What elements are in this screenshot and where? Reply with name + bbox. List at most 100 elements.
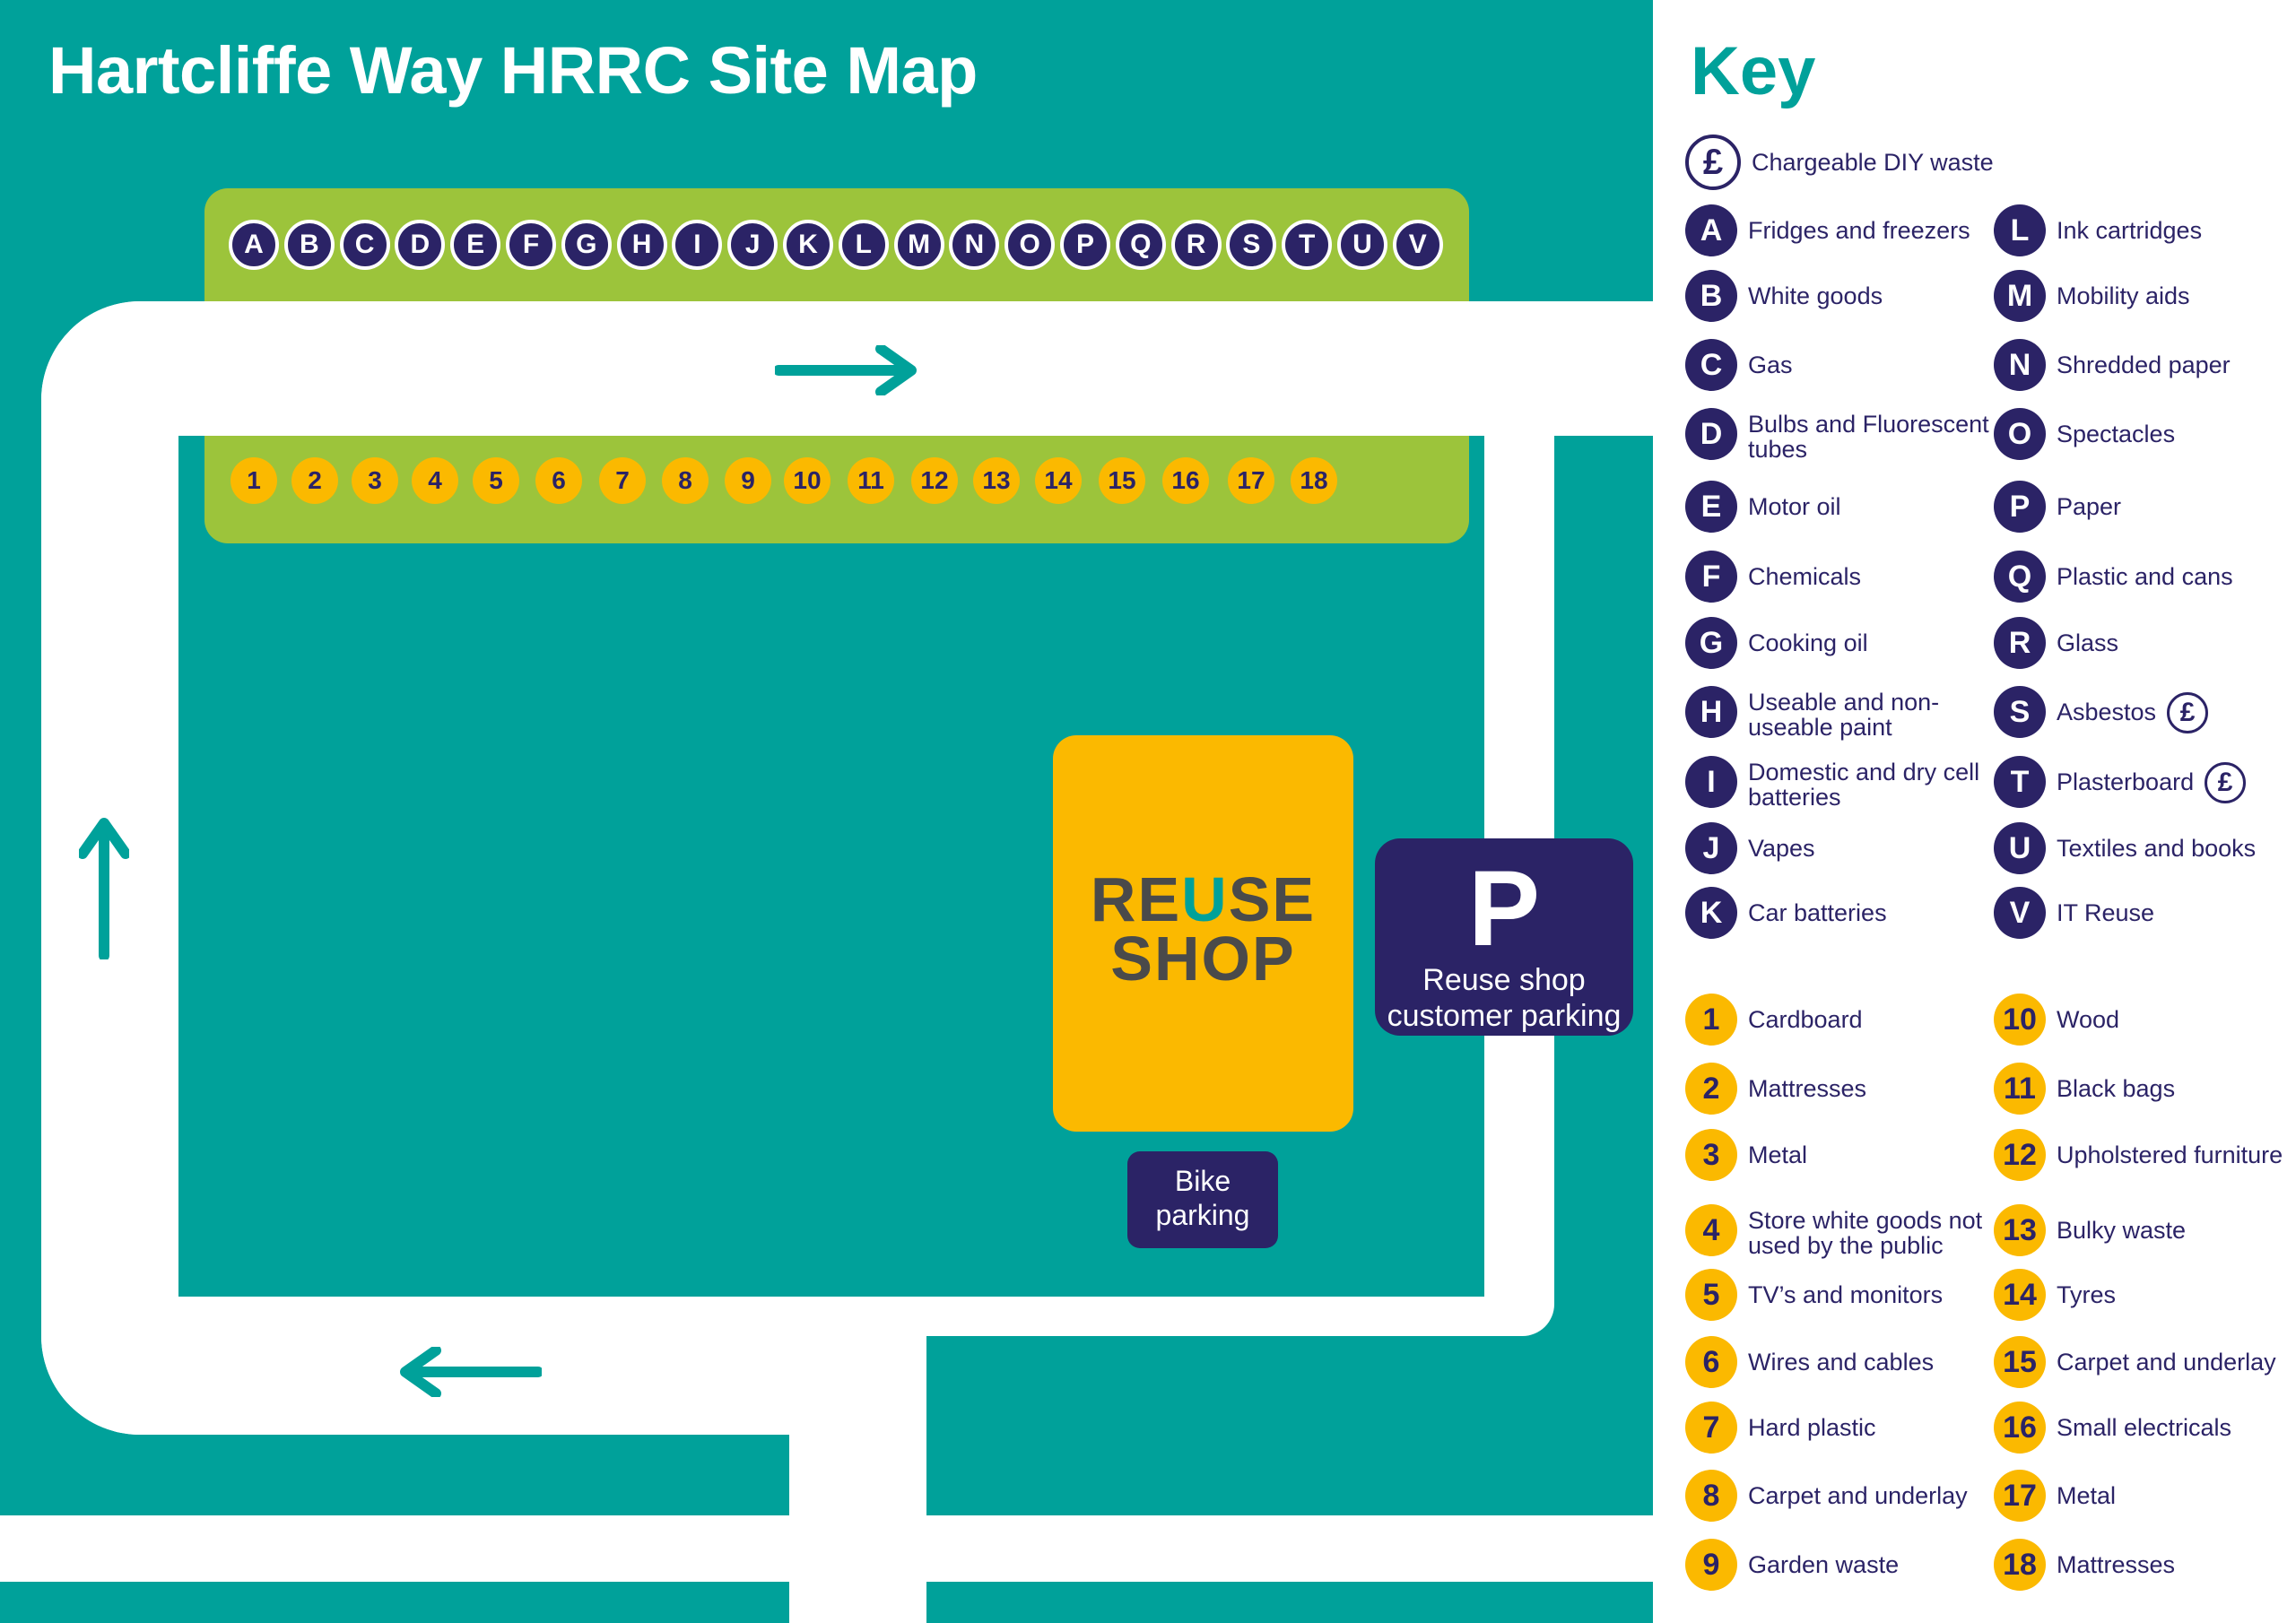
key-label: Gas	[1748, 352, 1793, 378]
letter-bay-n: N	[949, 220, 1000, 270]
number-bay-11: 11	[848, 457, 894, 504]
key-badge-c: C	[1685, 339, 1737, 391]
key-label: Ink cartridges	[2057, 217, 2203, 244]
key-label: Glass	[2057, 629, 2119, 656]
number-bay-17: 17	[1228, 457, 1274, 504]
key-badge-d: D	[1685, 408, 1737, 460]
letter-bay-o: O	[1004, 220, 1056, 270]
key-label: IT Reuse	[2057, 899, 2155, 926]
key-label: Garden waste	[1748, 1551, 1900, 1578]
letter-bay-r: R	[1170, 220, 1222, 270]
pound-icon: £	[1685, 135, 1741, 190]
key-label: Fridges and freezers	[1748, 217, 1970, 244]
key-badge-n: N	[1994, 339, 2046, 391]
road-horizontal-bottom	[0, 1515, 1653, 1582]
key-badge-5: 5	[1685, 1269, 1737, 1321]
key-badge-o: O	[1994, 408, 2046, 460]
bottom-verge	[0, 1435, 789, 1515]
arrow-left-icon	[400, 1347, 542, 1397]
number-bay-9: 9	[725, 457, 771, 504]
bike-parking: Bike parking	[1127, 1151, 1278, 1248]
key-badge-g: G	[1685, 617, 1737, 669]
key-item-l: L Ink cartridges	[1994, 204, 2202, 256]
number-bay-18: 18	[1291, 457, 1337, 504]
key-badge-4: 4	[1685, 1204, 1737, 1256]
letter-bay-v: V	[1392, 220, 1443, 270]
letter-bay-j: J	[727, 220, 778, 270]
key-item-c: C Gas	[1685, 339, 1793, 391]
key-badge-12: 12	[1994, 1129, 2046, 1181]
road-bottom-left	[41, 1297, 924, 1435]
letter-bay-d: D	[395, 220, 446, 270]
key-label: Domestic and dry cell batteries	[1748, 759, 1980, 811]
number-bay-6: 6	[535, 457, 582, 504]
key-badge-7: 7	[1685, 1402, 1737, 1454]
key-label: Mattresses	[2057, 1551, 2176, 1578]
key-badge-t: T	[1994, 756, 2046, 808]
bottom-edge-right	[926, 1582, 1653, 1623]
letter-bay-s: S	[1226, 220, 1277, 270]
key-label: Metal	[1748, 1141, 1808, 1168]
key-badge-b: B	[1685, 270, 1737, 322]
key-badge-m: M	[1994, 270, 2046, 322]
key-badge-11: 11	[1994, 1063, 2046, 1115]
key-label: Vapes	[1748, 835, 1815, 862]
key-badge-k: K	[1685, 887, 1737, 939]
key-badge-r: R	[1994, 617, 2046, 669]
bottom-edge	[0, 1582, 789, 1623]
key-badge-v: V	[1994, 887, 2046, 939]
arrow-right-icon	[775, 345, 917, 395]
key-badge-2: 2	[1685, 1063, 1737, 1115]
number-bay-2: 2	[291, 457, 338, 504]
letter-bay-q: Q	[1115, 220, 1166, 270]
number-bay-16: 16	[1162, 457, 1209, 504]
key-badge-10: 10	[1994, 994, 2046, 1046]
letter-bay-b: B	[283, 220, 335, 270]
key-label: Black bags	[2057, 1075, 2176, 1102]
key-badge-p: P	[1994, 481, 2046, 533]
number-bay-15: 15	[1099, 457, 1145, 504]
key-badge-h: H	[1685, 686, 1737, 738]
number-bay-10: 10	[784, 457, 831, 504]
key-label: Paper	[2057, 493, 2122, 520]
key-badge-l: L	[1994, 204, 2046, 256]
key-badge-18: 18	[1994, 1539, 2046, 1591]
central-area-lower	[178, 1262, 807, 1297]
key-item-11: 11 Black bags	[1994, 1063, 2175, 1115]
key-item-18: 18 Mattresses	[1994, 1539, 2175, 1591]
key-label: Tyres	[2057, 1281, 2117, 1308]
key-badge-q: Q	[1994, 551, 2046, 603]
key-label: Motor oil	[1748, 493, 1841, 520]
parking-label: Reuse shop customer parking	[1387, 963, 1622, 1033]
key-badge-s: S	[1994, 686, 2046, 738]
key-badge-8: 8	[1685, 1470, 1737, 1522]
key-badge-16: 16	[1994, 1402, 2046, 1454]
key-label: Shredded paper	[2057, 352, 2231, 378]
letter-bay-i: I	[672, 220, 723, 270]
key-badge-13: 13	[1994, 1204, 2046, 1256]
parking-icon: P	[1467, 848, 1541, 968]
key-badge-e: E	[1685, 481, 1737, 533]
key-item-e: E Motor oil	[1685, 481, 1841, 533]
key-item-r: R Glass	[1994, 617, 2118, 669]
